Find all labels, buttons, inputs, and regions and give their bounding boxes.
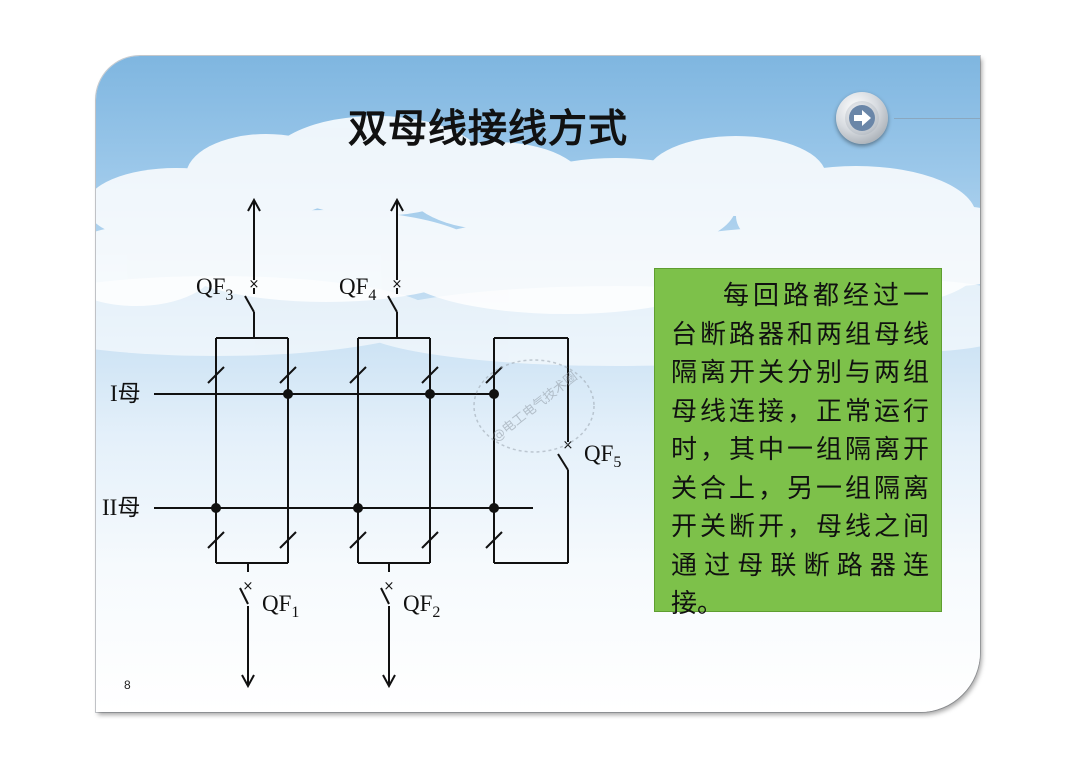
junction-dot (211, 503, 221, 513)
double-bus-diagram: × × × × × @电工电气技术圈 I母 II母 QF3 QF4 QF5 (102, 197, 621, 689)
junction-dot (283, 389, 293, 399)
description-text: 每回路都经过一台断路器和两组母线隔离开关分别与两组母线连接，正常运行时，其中一组… (671, 281, 929, 619)
qf5-label: QF5 (584, 441, 621, 471)
svg-text:×: × (563, 438, 574, 453)
arrow-right-icon (849, 105, 875, 131)
qf1-label: QF1 (262, 591, 299, 621)
watermark-text: @电工电气技术圈 (489, 368, 581, 445)
junction-dot (489, 503, 499, 513)
description-text-box: 每回路都经过一台断路器和两组母线隔离开关分别与两组母线连接，正常运行时，其中一组… (654, 268, 942, 619)
qf3-label: QF3 (196, 274, 233, 304)
junction-dot (425, 389, 435, 399)
feeder1-bottom-arrow (241, 674, 255, 689)
bus-i-label: I母 (110, 381, 141, 406)
qf2-label: QF2 (403, 591, 440, 621)
feeder2-top-arrow (390, 197, 404, 212)
qf4-switch-blade (387, 295, 398, 313)
junction-dot (353, 503, 363, 513)
qf5-switch-blade (557, 453, 569, 471)
svg-text:×: × (392, 277, 403, 292)
qf2-switch-blade (380, 587, 390, 605)
watermark-stamp: @电工电气技术圈 (473, 359, 595, 453)
bus-ii-label: II母 (102, 495, 140, 520)
decorative-line (894, 118, 980, 119)
qf3-switch-blade (244, 295, 255, 313)
qf1-switch-blade (239, 587, 249, 605)
slide: 双母线接线方式 (96, 56, 980, 712)
page-number: 8 (124, 678, 131, 692)
svg-text:×: × (384, 579, 395, 594)
feeder2-bottom-arrow (382, 674, 396, 689)
slide-title: 双母线接线方式 (347, 107, 628, 152)
svg-text:×: × (243, 579, 254, 594)
next-slide-button[interactable] (836, 92, 888, 144)
svg-text:×: × (249, 277, 260, 292)
junction-dot (489, 389, 499, 399)
qf4-label: QF4 (339, 274, 376, 304)
feeder1-top-arrow (247, 197, 261, 212)
